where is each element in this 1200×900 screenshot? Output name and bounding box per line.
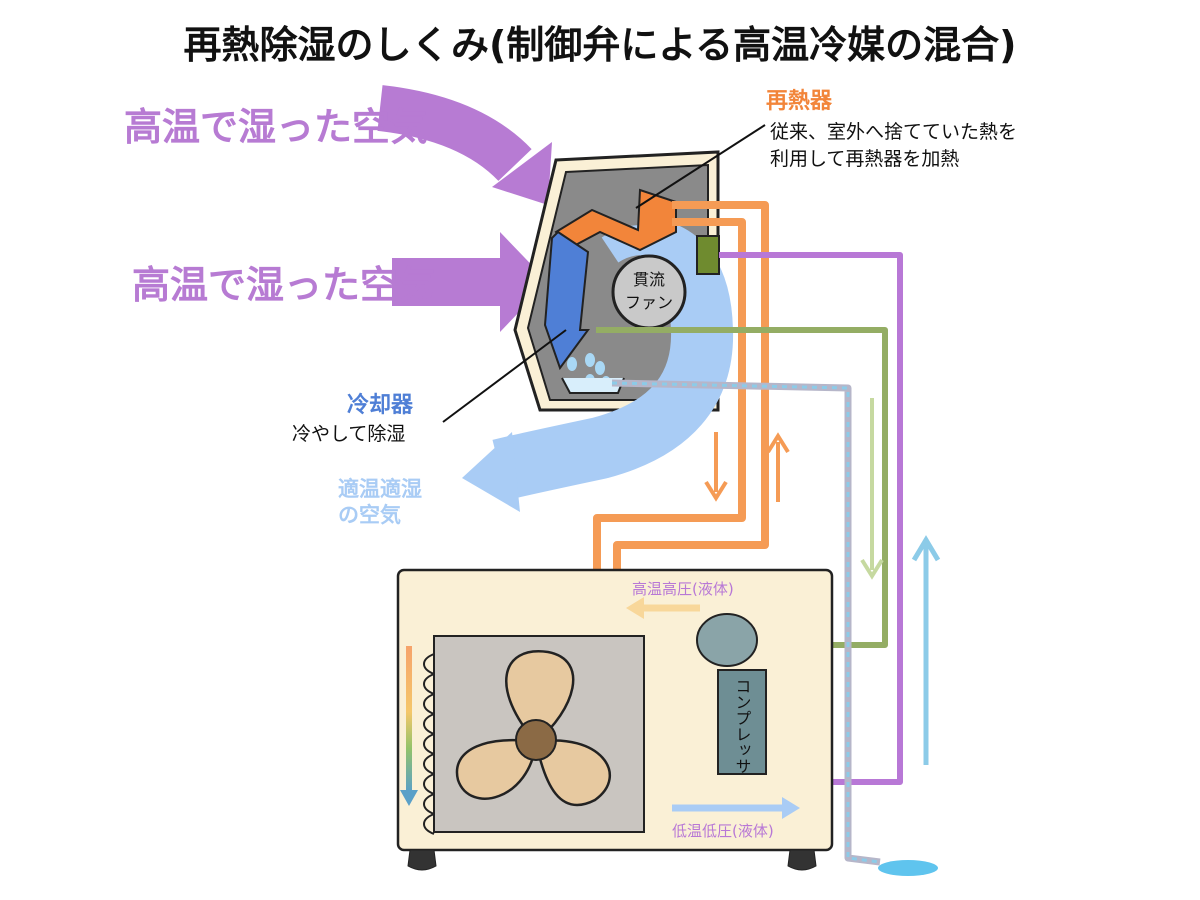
high-temp-label: 高温高圧(液体) bbox=[632, 580, 734, 598]
air-in-arrow-middle bbox=[392, 232, 548, 332]
reheater-coil bbox=[554, 188, 677, 252]
flow-arrow-orange-up bbox=[766, 432, 790, 502]
flow-arrow-low-temp bbox=[672, 797, 800, 819]
reheater-desc-line2: 利用して再熱器を加熱 bbox=[770, 148, 959, 170]
drain-hose bbox=[611, 379, 881, 866]
air-in-arrow-top bbox=[377, 85, 552, 205]
control-valve bbox=[696, 235, 720, 275]
air-out-label-line2: の空気 bbox=[338, 503, 401, 527]
cooler-coil bbox=[543, 230, 590, 371]
outdoor-fan-icon bbox=[433, 635, 645, 833]
reheater-desc-line1: 従来、室外へ捨てていた熱を bbox=[770, 121, 1017, 143]
air-in-label-top: 高温で湿った空気 bbox=[124, 105, 428, 149]
low-temp-label: 低温低圧(液体) bbox=[672, 822, 774, 840]
compressor-label: コンプレッサ bbox=[733, 678, 752, 774]
fan-label-line2: ファン bbox=[625, 293, 673, 312]
reheater-leader-line bbox=[635, 124, 766, 209]
crossflow-fan bbox=[611, 254, 687, 330]
drain-water-puddle bbox=[878, 860, 938, 876]
air-out-label-line1: 適温適湿 bbox=[338, 477, 422, 501]
flow-arrow-green-down bbox=[860, 398, 884, 580]
heat-gradient-arrow bbox=[400, 646, 418, 806]
diagram-title: 再熱除湿のしくみ(制御弁による高温冷媒の混合) bbox=[183, 23, 1016, 67]
compressor bbox=[717, 669, 767, 775]
outdoor-coil bbox=[422, 653, 437, 835]
air-in-label-middle: 高温で湿った空気 bbox=[132, 263, 436, 307]
flow-arrow-high-temp bbox=[626, 597, 700, 619]
four-way-valve bbox=[696, 613, 758, 667]
fan-label-line1: 貫流 bbox=[633, 270, 665, 289]
cooler-desc: 冷やして除湿 bbox=[292, 423, 405, 445]
cooler-label: 冷却器 bbox=[347, 392, 414, 418]
reheater-label: 再熱器 bbox=[766, 88, 833, 114]
flow-arrow-blue-up bbox=[911, 535, 941, 765]
flow-arrow-orange-down bbox=[704, 432, 728, 502]
cooler-leader-line bbox=[442, 329, 567, 423]
